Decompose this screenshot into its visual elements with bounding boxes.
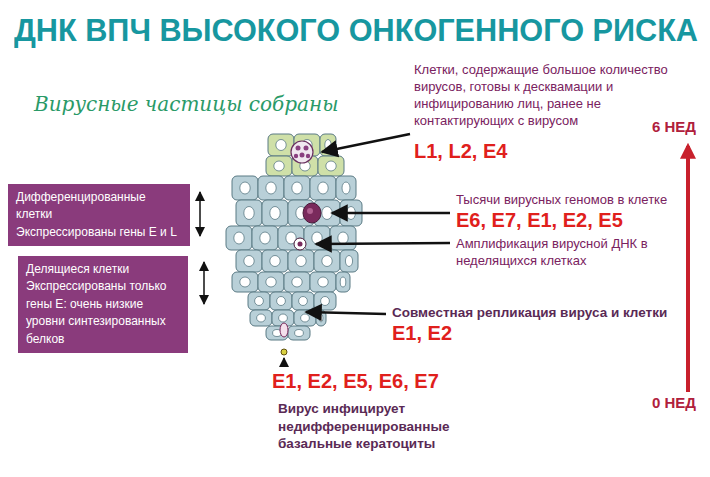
box-text: Экспрессированы гены Е и L <box>16 224 182 241</box>
gene-list: E6, E7, E1, E2, E5 <box>456 209 623 232</box>
tissue-cells <box>226 134 362 340</box>
gene-list: L1, L2, E4 <box>414 140 507 163</box>
box-heading: Делящиеся клетки <box>26 261 180 278</box>
special-cells <box>280 141 321 355</box>
subtitle: Вирусные частицы собраны <box>34 92 339 116</box>
week-mark: 0 НЕД <box>652 394 696 411</box>
gene-list: E1, E2, E5, E6, E7 <box>272 370 439 393</box>
box-heading: Дифференцированные клетки <box>16 189 182 224</box>
note-text: Амплификация вирусной ДНК в неделящихся … <box>456 236 656 270</box>
note-text: Совместная репликация вируса и клетки <box>392 304 692 322</box>
range-brackets <box>200 192 204 304</box>
note-text: Тысячи вирусных геномов в клетке <box>456 192 706 209</box>
info-box: Делящиеся клеткиЭкспрессированы только г… <box>18 256 188 353</box>
note-text: Вирус инфицирует недифференцированные ба… <box>278 400 468 453</box>
week-mark: 6 НЕД <box>652 118 696 135</box>
box-text: Экспрессированы только гены Е: очень низ… <box>26 278 180 348</box>
title: ДНК ВПЧ ВЫСОКОГО ОНКОГЕННОГО РИСКА <box>14 12 698 49</box>
info-box: Дифференцированные клеткиЭкспрессированы… <box>8 184 190 246</box>
time-arrow <box>686 146 690 392</box>
gene-list: E1, E2 <box>392 322 452 345</box>
